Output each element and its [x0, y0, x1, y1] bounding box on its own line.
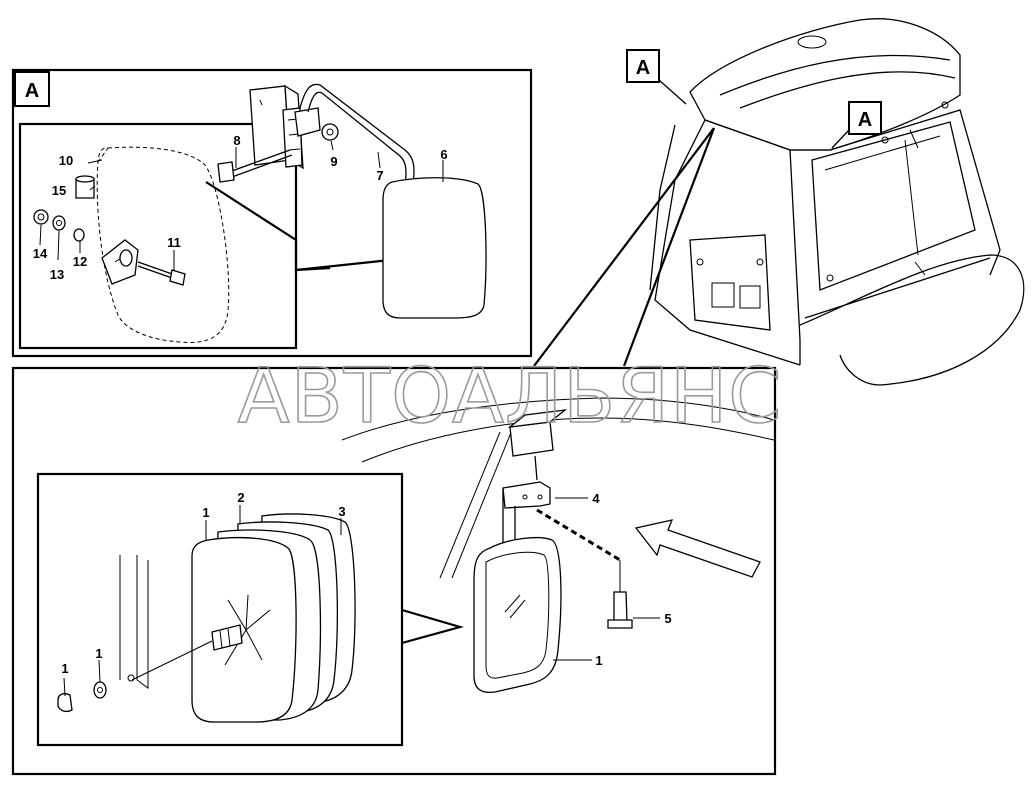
part-label-15: 15 [52, 183, 66, 198]
detail-view-tag: A [25, 80, 39, 102]
callout-line-left [533, 127, 715, 367]
part-label-2: 2 [237, 490, 244, 505]
lower-view: 1 2 3 1 1 4 5 1 [11, 366, 777, 776]
part-label-11: 11 [167, 235, 181, 250]
part-label-5: 5 [664, 611, 671, 626]
part-label-1-washer: 1 [95, 646, 102, 661]
callout-line-right [622, 127, 716, 367]
cab-illustration: A A [626, 18, 1025, 386]
part-label-1-nut: 1 [61, 661, 68, 676]
mirror-lens [191, 536, 297, 723]
part-label-6: 6 [440, 147, 447, 162]
part-label-1-lens: 1 [202, 505, 209, 520]
part-label-12: 12 [73, 254, 87, 269]
part-label-1-mirror: 1 [595, 653, 602, 668]
part-label-13: 13 [50, 267, 64, 282]
part-label-10: 10 [59, 153, 73, 168]
part-label-4: 4 [592, 491, 600, 506]
mirror-head-inset [18, 122, 298, 350]
part-label-3: 3 [338, 504, 345, 519]
part-label-14: 14 [33, 246, 48, 261]
part-label-9: 9 [330, 154, 337, 169]
direction-arrow [634, 519, 761, 578]
part-label-7: 7 [376, 168, 383, 183]
detail-view-a: A [11, 68, 533, 358]
watermark: АВТОАЛЬЯНС [238, 351, 783, 440]
part-label-8: 8 [233, 133, 240, 148]
cab-ref-tag-top: A [636, 57, 650, 79]
cab-ref-tag-side: A [858, 109, 872, 131]
